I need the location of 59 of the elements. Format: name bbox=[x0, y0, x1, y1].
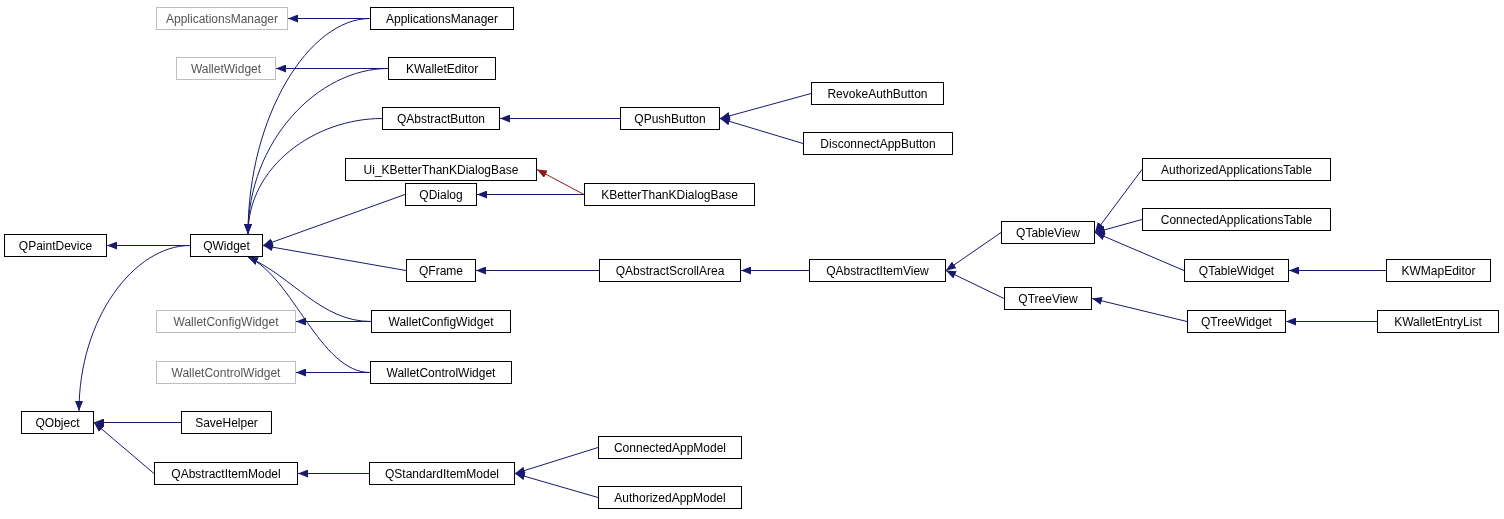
class-box: QAbstractScrollArea bbox=[599, 259, 741, 282]
inheritance-arrow bbox=[1091, 296, 1188, 322]
inheritance-arrow bbox=[536, 169, 585, 195]
class-box: WalletConfigWidget bbox=[371, 310, 511, 333]
class-box: QPushButton bbox=[620, 107, 720, 130]
inheritance-arrow bbox=[499, 114, 621, 123]
inheritance-arrow bbox=[1094, 169, 1143, 233]
inheritance-arrow bbox=[75, 245, 191, 412]
class-box: SaveHelper bbox=[181, 411, 272, 434]
inheritance-arrow bbox=[514, 472, 599, 498]
inheritance-arrow bbox=[1094, 232, 1185, 271]
inheritance-arrow bbox=[93, 422, 155, 474]
class-box: ApplicationsManager bbox=[370, 7, 514, 30]
external-class-box: WalletConfigWidget bbox=[156, 310, 296, 333]
class-box: QAbstractButton bbox=[382, 107, 500, 130]
inheritance-arrow bbox=[262, 243, 407, 271]
class-box: KBetterThanKDialogBase bbox=[584, 183, 755, 206]
inheritance-arrow bbox=[247, 256, 371, 373]
inheritance-arrow bbox=[719, 93, 812, 120]
inheritance-arrow bbox=[1288, 266, 1387, 275]
class-box: QStandardItemModel bbox=[369, 462, 515, 485]
class-box: DisconnectAppButton bbox=[803, 132, 953, 155]
external-class-box: WalletControlWidget bbox=[156, 361, 296, 384]
class-box: QTableWidget bbox=[1184, 259, 1289, 282]
class-box: QTableView bbox=[1001, 221, 1095, 244]
class-box: QDialog bbox=[405, 183, 477, 206]
class-box: KWalletEntryList bbox=[1377, 310, 1499, 333]
inheritance-arrow bbox=[244, 118, 383, 235]
class-box: QWidget bbox=[190, 234, 263, 257]
class-box: QAbstractItemView bbox=[809, 259, 946, 282]
inheritance-arrow bbox=[945, 232, 1002, 271]
inheritance-arrow bbox=[262, 194, 406, 246]
inheritance-arrow bbox=[297, 469, 370, 478]
class-box: QAbstractItemModel bbox=[154, 462, 298, 485]
external-class-box: WalletWidget bbox=[176, 57, 276, 80]
inheritance-arrow bbox=[475, 266, 600, 275]
class-box: KWalletEditor bbox=[388, 57, 496, 80]
class-box: RevokeAuthButton bbox=[811, 82, 944, 105]
inheritance-arrow bbox=[1094, 219, 1143, 234]
class-box: QTreeWidget bbox=[1187, 310, 1286, 333]
class-box: QObject bbox=[21, 411, 94, 434]
inheritance-arrow bbox=[514, 447, 599, 475]
class-box: QPaintDevice bbox=[4, 234, 107, 257]
inheritance-arrow bbox=[719, 117, 804, 144]
inheritance-arrow bbox=[740, 266, 810, 275]
class-box: AuthorizedApplicationsTable bbox=[1142, 158, 1331, 181]
class-box: QFrame bbox=[406, 259, 476, 282]
class-box: Ui_KBetterThanKDialogBase bbox=[345, 158, 537, 181]
class-box: KWMapEditor bbox=[1386, 259, 1491, 282]
class-box: WalletControlWidget bbox=[370, 361, 512, 384]
class-box: QTreeView bbox=[1004, 287, 1092, 310]
inheritance-arrow bbox=[945, 270, 1005, 299]
inheritance-arrow bbox=[476, 190, 585, 199]
inheritance-arrow bbox=[1285, 317, 1378, 326]
class-box: ConnectedAppModel bbox=[598, 436, 742, 459]
external-class-box: ApplicationsManager bbox=[156, 7, 288, 30]
class-box: ConnectedApplicationsTable bbox=[1142, 208, 1331, 231]
inheritance-arrow bbox=[93, 418, 182, 427]
class-box: AuthorizedAppModel bbox=[598, 486, 742, 509]
